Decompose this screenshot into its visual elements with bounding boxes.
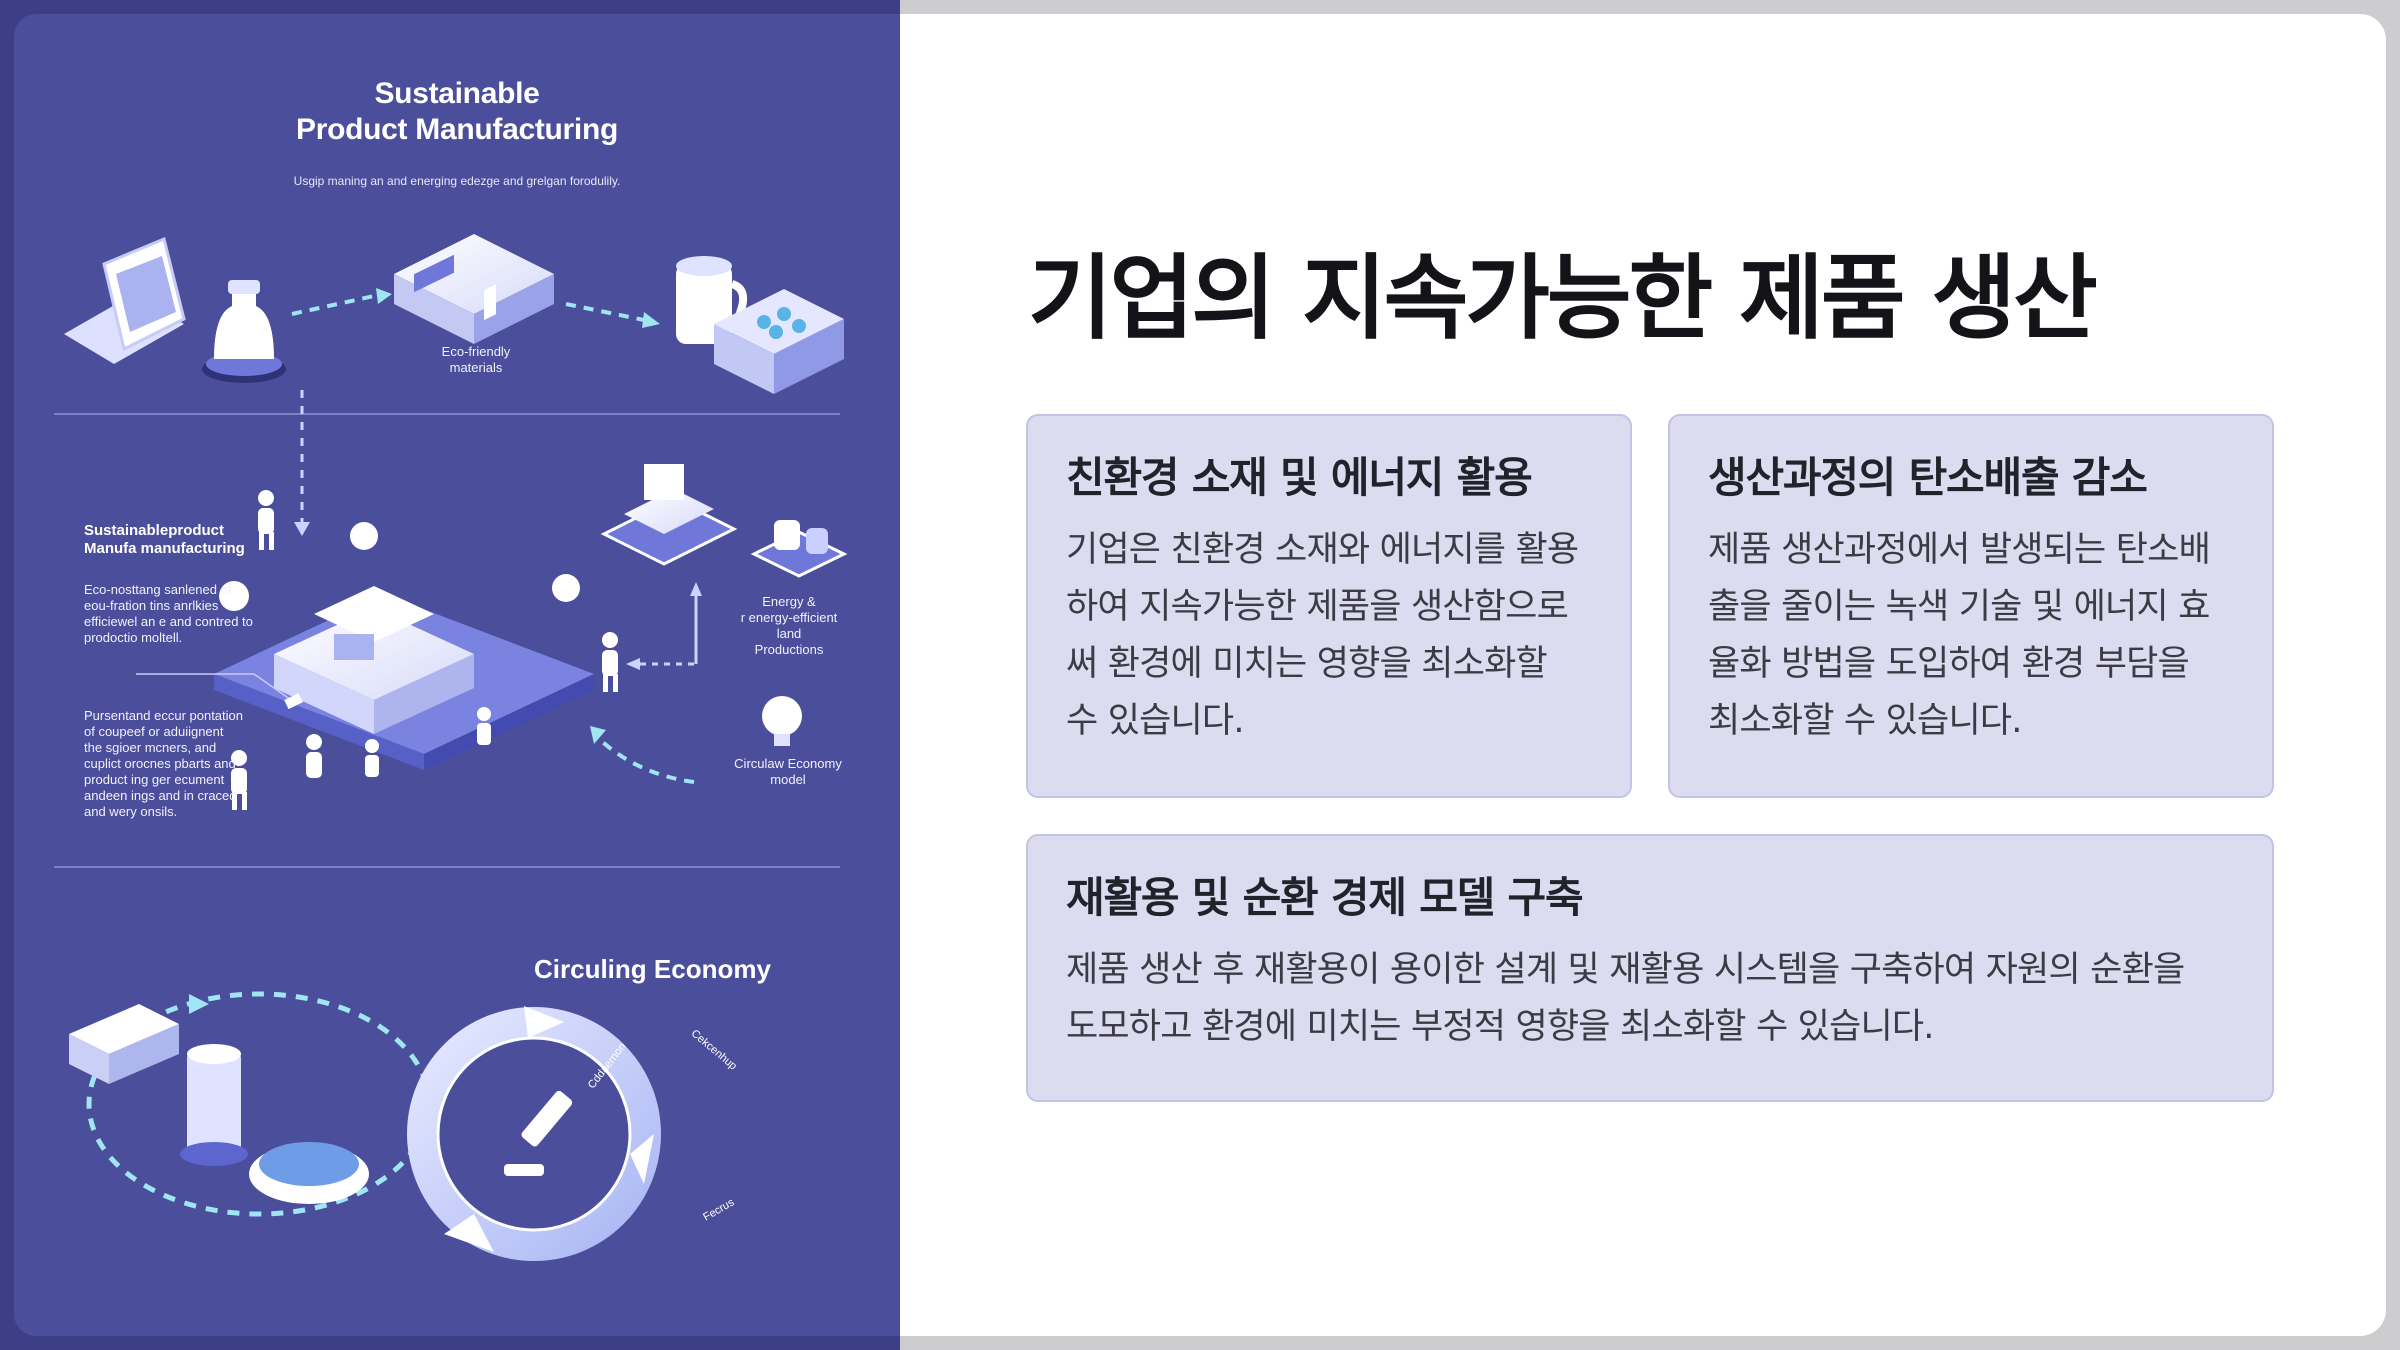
card-heading: 생산과정의 탄소배출 감소 [1708,453,2148,502]
left-paragraph-line: product ing ger ecument [84,772,225,787]
left-description: Eco-nosttang sanlened of eou-fration tin… [84,582,324,646]
left-description-line: eou-fration tins anrlkies [84,598,219,613]
card-body-line: 출을 줄이는 녹색 기술 및 에너지 효 [1708,587,2210,627]
left-paragraph-line: andeen ings and in craced [84,788,237,803]
left-heading-line1: Sustainableproduct [84,522,225,539]
circular-model-label: Circulaw Economy model [700,756,876,788]
left-description-line: efficiewel an e and contred to [84,614,253,629]
left-description-line: prodoctio moltell. [84,630,183,645]
energy-label-line: Energy & [762,594,816,609]
card-body-line: 써 환경에 미치는 영향을 최소화할 [1066,644,1548,684]
illustration-title: Sustainable Product Manufacturing [14,76,900,148]
card-eco-materials: 친환경 소재 및 에너지 활용 기업은 친환경 소재와 에너지를 활용 하여 지… [1026,414,1632,798]
card-heading: 친환경 소재 및 에너지 활용 [1066,453,1533,502]
laptop-icon [64,236,186,364]
illustration-title-line2: Product Manufacturing [295,113,619,146]
illustration-subtitle: Usgip maning an and energing edezge and … [293,174,621,188]
badge-icon [552,574,580,602]
left-description-line: Eco-nosttang sanlened of [84,582,232,597]
person-icon [477,707,491,745]
lightbulb-icon [762,696,802,746]
person-icon [602,632,618,692]
badge-icon [350,522,378,550]
illustration-canvas: Sustainable Product Manufacturing Usgip … [14,14,900,1336]
badge-icon [219,581,249,611]
circular-ring [407,1006,661,1261]
energy-label-line: r energy-efficient [740,610,838,625]
energy-building-icon [600,464,738,566]
person-icon [365,739,379,777]
battery-stack-icon [750,520,848,578]
flow-arrow [291,294,375,316]
illustration-title-line1: Sustainable [374,77,540,110]
content-panel: 기업의 지속가능한 제품 생산 친환경 소재 및 에너지 활용 기업은 친환경 … [900,14,2386,1336]
card-body: 제품 생산 후 재활용이 용이한 설계 및 재활용 시스템을 구축하여 자원의 … [1066,942,2234,1056]
card-heading: 재활용 및 순환 경제 모델 구축 [1066,873,1584,922]
circular-model-label-line: model [770,772,806,787]
machine-icon [394,234,554,344]
card-body: 기업은 친환경 소재와 에너지를 활용 하여 지속가능한 제품을 생산함으로 써… [1066,522,1592,750]
card-body-line: 하여 지속가능한 제품을 생산함으로 [1066,587,1569,627]
card-body-line: 도모하고 환경에 미치는 부정적 영향을 최소화할 수 있습니다. [1066,1007,1934,1047]
left-paragraph-line: and wery onsils. [84,804,178,819]
card-body-line: 제품 생산과정에서 발생되는 탄소배 [1708,530,2211,570]
illustration-graphics [54,234,848,1261]
materials-label: Eco-friendly materials [406,344,546,376]
card-body-line: 최소화할 수 있습니다. [1708,701,2022,741]
left-paragraph-line: the sgioer mcners, and [84,740,217,755]
card-body-line: 제품 생산 후 재활용이 용이한 설계 및 재활용 시스템을 구축하여 자원의 … [1066,950,2185,990]
person-icon [258,490,274,550]
recycling-loop [69,991,432,1217]
left-paragraph-line: cuplict orocnes pbarts and [84,756,236,771]
left-paragraph-line: of coupeef or aduiignent [84,724,224,739]
energy-label-line: Productions [754,642,824,657]
energy-label: Energy & r energy-efficient land Product… [704,594,874,658]
left-paragraph: Pursentand eccur pontation of coupeef or… [84,708,324,820]
card-body: 제품 생산과정에서 발생되는 탄소배 출을 줄이는 녹색 기술 및 에너지 효 … [1708,522,2234,750]
card-body-line: 수 있습니다. [1066,701,1244,741]
card-body-line: 율화 방법을 도입하여 환경 부담을 [1708,644,2190,684]
card-body-line: 기업은 친환경 소재와 에너지를 활용 [1066,530,1579,570]
left-heading-line2: Manufa manufacturing [84,540,245,557]
flow-arrow [565,302,645,322]
circling-economy-title: Circuling Economy [534,954,771,984]
energy-label-line: land [776,626,802,641]
card-carbon-reduction: 생산과정의 탄소배출 감소 제품 생산과정에서 발생되는 탄소배 출을 줄이는 … [1668,414,2274,798]
person-icon [306,734,322,778]
crate-icon [714,289,844,394]
materials-label-line2: materials [449,360,503,375]
card-circular-economy: 재활용 및 순환 경제 모델 구축 제품 생산 후 재활용이 용이한 설계 및 … [1026,834,2274,1102]
factory-platform [214,586,594,770]
slide-title: 기업의 지속가능한 제품 생산 [1028,245,2098,352]
circular-model-label-line: Circulaw Economy [734,756,842,771]
left-paragraph-line: Pursentand eccur pontation [84,708,243,723]
materials-label-line1: Eco-friendly [441,344,511,359]
person-icon [231,750,247,810]
left-heading: Sustainableproduct Manufa manufacturing [84,522,324,558]
jar-icon [202,280,286,383]
illustration-panel: Sustainable Product Manufacturing Usgip … [0,0,900,1350]
